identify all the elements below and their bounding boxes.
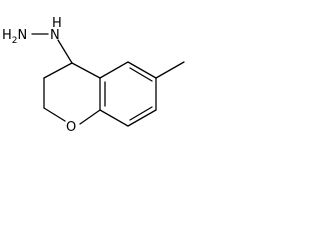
methyl-group <box>155 61 185 79</box>
hydrazinyl-group: H2N N H <box>2 16 73 64</box>
bond-n-c4 <box>57 39 73 64</box>
bond-c4-c3 <box>43 62 73 79</box>
bond-c6-methyl <box>155 61 185 79</box>
bond-c5-c6-double <box>129 67 153 82</box>
benzene-ring <box>99 61 157 127</box>
h2n-label: H2N <box>2 28 27 46</box>
nh-h-label: H <box>52 16 62 31</box>
bond-c4-c4a <box>71 62 101 79</box>
bond-c4a-c5 <box>99 61 129 79</box>
bond-c7-c8-double <box>129 106 153 121</box>
dihydropyran-ring: O <box>43 62 101 135</box>
bond-o-c8a <box>79 109 101 125</box>
bond-c2-o <box>43 107 66 122</box>
bond-c7-c8 <box>127 109 157 127</box>
bond-c8-c8a <box>99 109 129 127</box>
bond-c5-c6 <box>127 61 157 79</box>
chemical-structure-diagram: H2N N H O <box>2 16 185 135</box>
nh-n-label: N <box>50 28 60 43</box>
ring-oxygen-label: O <box>66 120 76 135</box>
